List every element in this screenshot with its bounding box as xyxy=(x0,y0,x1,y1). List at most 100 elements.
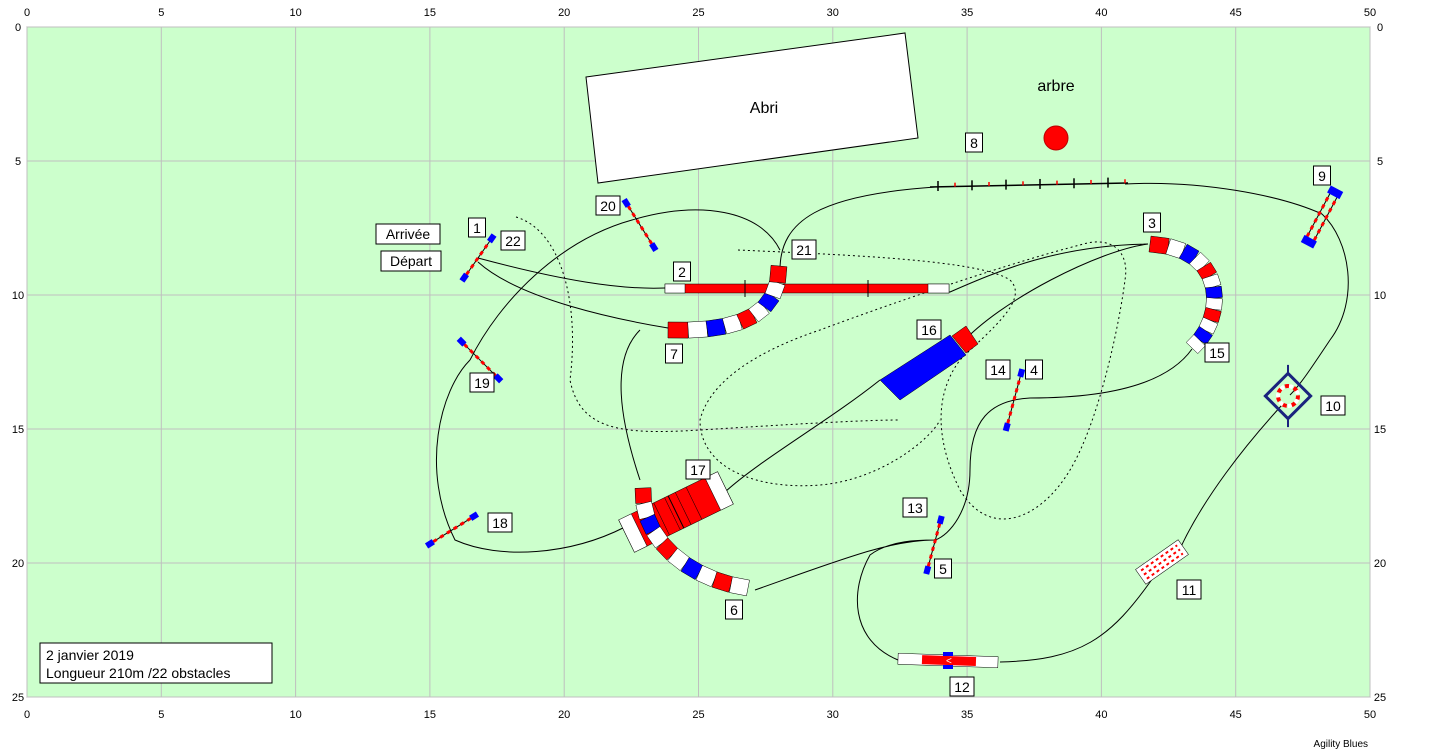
info-length: Longueur 210m /22 obstacles xyxy=(46,665,230,681)
x-tick-top: 45 xyxy=(1230,7,1242,19)
y-tick-left: 5 xyxy=(15,156,21,168)
x-tick-bottom: 50 xyxy=(1364,709,1376,721)
svg-text:2: 2 xyxy=(678,264,686,280)
course-path xyxy=(436,182,1349,663)
tunnel-segment xyxy=(667,321,689,339)
y-tick-right: 5 xyxy=(1377,156,1383,168)
axis-ticks: 0055101015152020252530303535404045455050… xyxy=(12,7,1386,721)
obstacle-number-8: 8 xyxy=(965,132,983,153)
obstacle-number-16: 16 xyxy=(916,319,942,340)
obstacle-number-5: 5 xyxy=(934,558,952,579)
obstacle-number-3: 3 xyxy=(1143,212,1161,233)
y-tick-left: 20 xyxy=(12,558,24,570)
tree-label: arbre xyxy=(1037,78,1074,95)
obstacle-number-4: 4 xyxy=(1025,359,1043,380)
tunnel-segment xyxy=(769,265,788,284)
x-tick-top: 40 xyxy=(1095,7,1107,19)
obstacle-number-12: 12 xyxy=(949,676,975,697)
jump-5-13 xyxy=(923,515,945,575)
y-tick-left: 0 xyxy=(15,22,21,34)
tunnels xyxy=(634,235,1223,597)
tunnel-segment xyxy=(687,320,708,339)
obstacle-number-2: 2 xyxy=(673,261,691,282)
svg-text:17: 17 xyxy=(690,462,706,478)
svg-text:5: 5 xyxy=(939,561,947,577)
tunnel-segment xyxy=(1205,285,1223,300)
svg-text:8: 8 xyxy=(970,135,978,151)
svg-text:15: 15 xyxy=(1209,345,1225,361)
tunnel-segment xyxy=(1165,238,1186,260)
tunnel-3-15 xyxy=(1148,235,1223,354)
x-tick-bottom: 5 xyxy=(158,709,164,721)
info-box: 2 janvier 2019 Longueur 210m /22 obstacl… xyxy=(39,642,273,684)
x-tick-bottom: 45 xyxy=(1230,709,1242,721)
handler-path xyxy=(515,216,1127,520)
spread-11 xyxy=(1135,539,1189,585)
svg-text:13: 13 xyxy=(907,500,923,516)
x-tick-bottom: 25 xyxy=(692,709,704,721)
x-tick-top: 25 xyxy=(692,7,704,19)
y-tick-right: 20 xyxy=(1374,558,1386,570)
jump-4-14 xyxy=(1002,368,1026,432)
x-tick-top: 15 xyxy=(424,7,436,19)
tunnel-segment xyxy=(1201,273,1222,290)
tunnel-7-21 xyxy=(667,265,788,339)
obstacle-number-18: 18 xyxy=(487,512,513,533)
finish-box: Arrivée xyxy=(375,223,441,245)
tunnel-segment xyxy=(1202,307,1222,323)
obstacle-number-19: 19 xyxy=(469,372,495,393)
svg-text:9: 9 xyxy=(1318,168,1326,184)
x-tick-top: 30 xyxy=(827,7,839,19)
obstacle-number-11: 11 xyxy=(1176,579,1202,600)
svg-text:<: < xyxy=(946,656,952,667)
obstacle-number-7: 7 xyxy=(665,343,683,364)
svg-text:6: 6 xyxy=(730,602,738,618)
x-tick-top: 5 xyxy=(158,7,164,19)
tunnel-segment xyxy=(634,487,652,504)
svg-text:12: 12 xyxy=(954,679,970,695)
x-tick-bottom: 10 xyxy=(289,709,301,721)
x-tick-bottom: 20 xyxy=(558,709,570,721)
tunnel-segment xyxy=(1148,235,1170,255)
svg-text:21: 21 xyxy=(796,242,812,258)
tunnel-segment xyxy=(1205,297,1223,311)
obstacle-number-17: 17 xyxy=(685,459,711,480)
x-tick-top: 0 xyxy=(24,7,30,19)
jump-18 xyxy=(424,511,480,549)
weave-8 xyxy=(929,177,1129,191)
y-tick-left: 10 xyxy=(12,290,24,302)
x-tick-top: 20 xyxy=(558,7,570,19)
svg-text:16: 16 xyxy=(921,322,937,338)
obstacle-number-21: 21 xyxy=(791,239,817,260)
svg-text:19: 19 xyxy=(474,375,490,391)
y-tick-right: 25 xyxy=(1374,692,1386,704)
x-tick-bottom: 35 xyxy=(961,709,973,721)
obstacle-number-15: 15 xyxy=(1204,342,1230,363)
x-tick-bottom: 15 xyxy=(424,709,436,721)
tunnel-segment xyxy=(1185,334,1206,354)
svg-text:1: 1 xyxy=(473,220,481,236)
svg-text:14: 14 xyxy=(990,362,1006,378)
x-tick-top: 10 xyxy=(289,7,301,19)
dogwalk-2 xyxy=(664,280,950,297)
tunnel-segment xyxy=(705,318,727,338)
info-date: 2 janvier 2019 xyxy=(46,647,134,663)
x-tick-top: 50 xyxy=(1364,7,1376,19)
tunnel-segment xyxy=(1178,243,1200,266)
tyre-10 xyxy=(1263,364,1313,428)
svg-text:22: 22 xyxy=(505,233,521,249)
svg-text:7: 7 xyxy=(670,346,678,362)
jump-20 xyxy=(621,197,659,253)
obstacle-12: < xyxy=(897,652,999,669)
obstacle-number-22: 22 xyxy=(500,230,526,251)
y-tick-right: 10 xyxy=(1374,290,1386,302)
credit: Agility Blues xyxy=(1314,739,1368,750)
svg-text:10: 10 xyxy=(1325,398,1341,414)
svg-text:18: 18 xyxy=(492,515,508,531)
obstacle-number-14: 14 xyxy=(985,359,1011,380)
tunnel-6 xyxy=(634,487,750,597)
shelter-label: Abri xyxy=(750,100,778,117)
start-box: Départ xyxy=(380,250,442,272)
